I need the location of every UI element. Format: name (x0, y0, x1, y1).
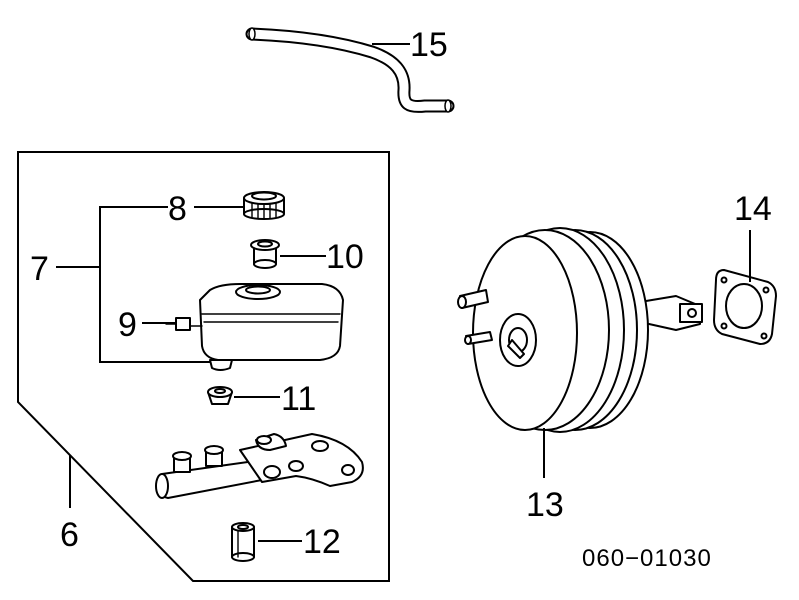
callout-8: 8 (168, 190, 187, 228)
callout-13: 13 (526, 486, 564, 524)
callout-7: 7 (30, 250, 49, 288)
callout-10: 10 (326, 238, 364, 276)
callout-15: 15 (410, 26, 448, 64)
grommet-part (207, 386, 233, 405)
reservoir-part (165, 283, 344, 371)
callout-11: 11 (281, 380, 316, 418)
vacuum-hose-part (245, 27, 455, 113)
reservoir-cap-part (243, 191, 285, 220)
callout-6: 6 (60, 516, 79, 554)
diagram-code: 060−01030 (582, 545, 712, 572)
assembly-frame (17, 151, 390, 582)
gasket-part (713, 269, 777, 345)
callout-14: 14 (734, 190, 772, 228)
brake-booster-part (457, 227, 703, 433)
strainer-part (250, 239, 280, 269)
callout-12: 12 (303, 523, 341, 561)
bracket-7 (99, 206, 210, 363)
callout-9: 9 (118, 306, 137, 344)
sleeve-part (231, 522, 255, 562)
master-cylinder-part (155, 433, 364, 499)
